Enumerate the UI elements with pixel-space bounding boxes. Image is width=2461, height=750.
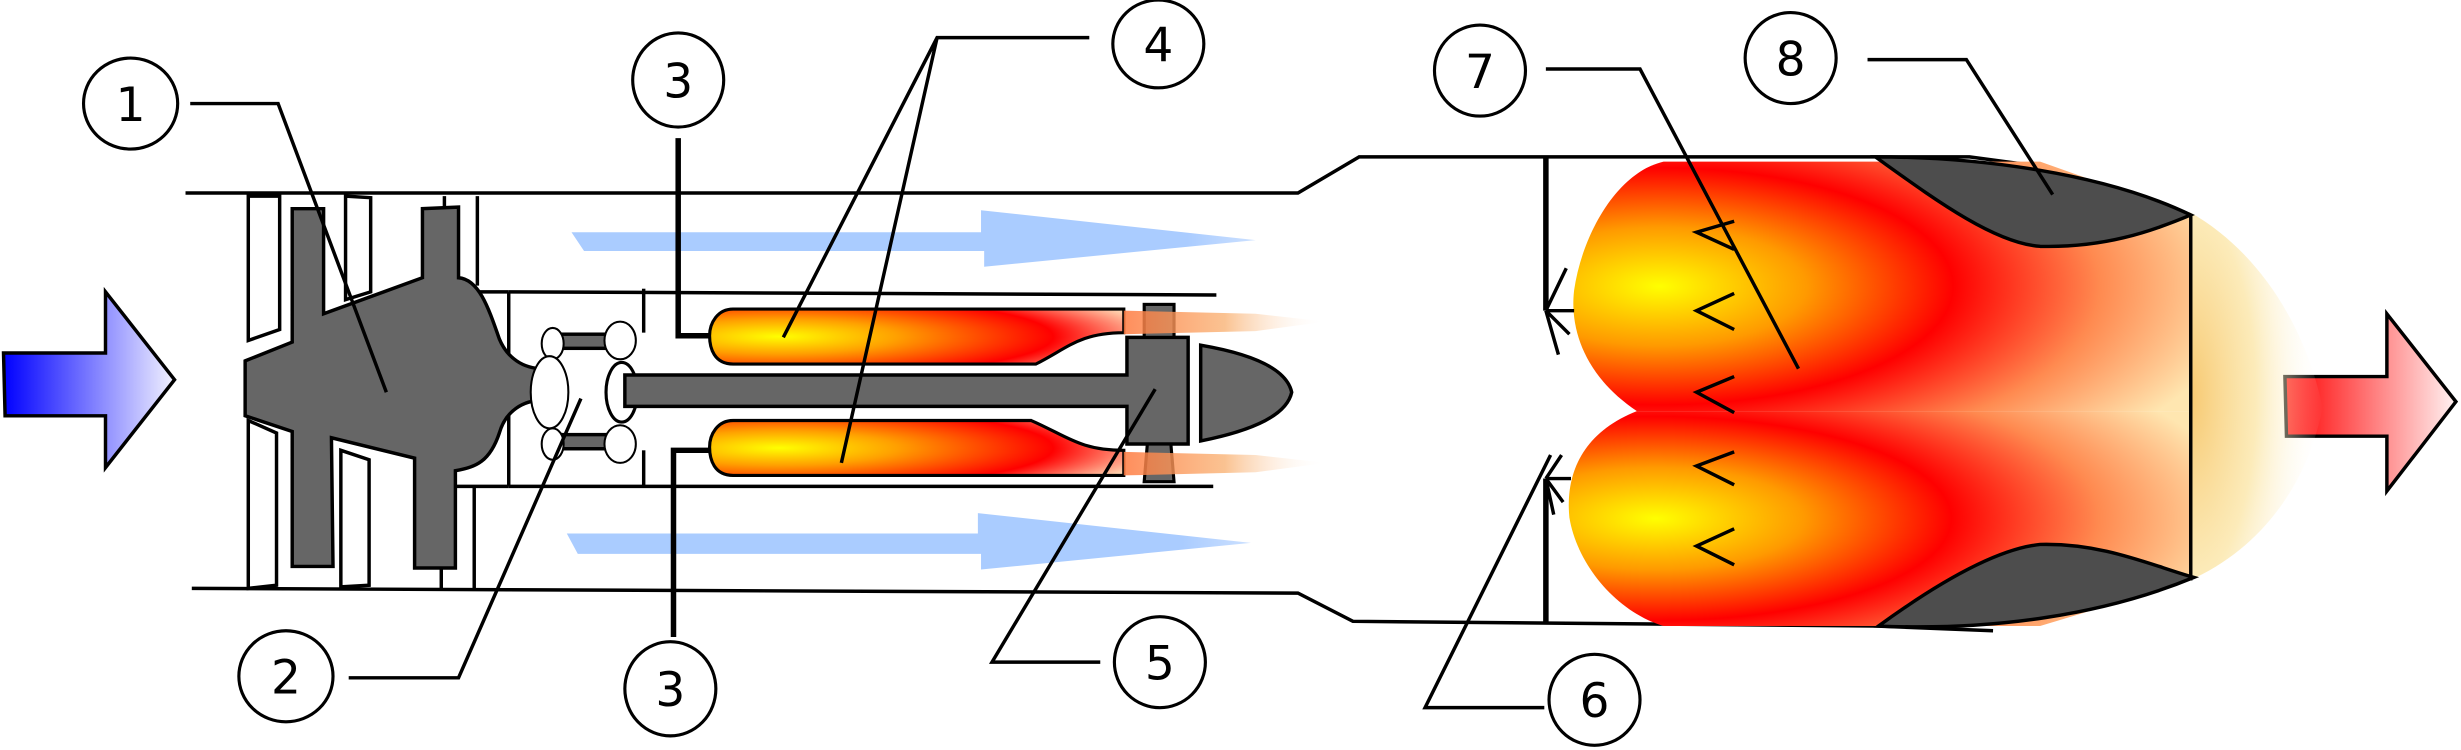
callout-3-lower: 3 [623,640,718,738]
flame-holders [1691,219,1735,567]
fuel-injector-upper [675,138,710,339]
combustion-chamber-lower [708,418,1126,477]
callout-4-label: 4 [1143,18,1173,73]
callout-1: 1 [81,56,180,151]
callout-2-label: 2 [271,651,301,706]
compressor-rotor [243,205,545,570]
callout-6: 6 [1547,652,1642,747]
compressor-stators [246,194,1217,591]
callout-3-upper: 3 [631,31,726,129]
nozzle-flap-upper [1869,155,2195,249]
callout-6-label: 6 [1580,674,1610,729]
intake-arrow-icon [1,286,177,473]
callout-8-label: 8 [1776,32,1806,87]
leader-lines [190,35,2055,710]
outer-casing-top [185,155,2041,195]
callout-5-label: 5 [1145,636,1175,691]
callout-8: 8 [1743,10,1838,106]
bypass-flow-arrow-lower [566,513,1251,570]
callout-5: 5 [1112,615,1207,710]
callout-7: 7 [1432,23,1528,118]
tail-cone [1198,343,1294,444]
afterburner-injectors [1543,156,1575,623]
turbine-shaft [623,335,1190,446]
bypass-flow-arrow-upper [571,210,1256,267]
core-jet-upper [1123,310,1327,335]
nozzle-flap-lower [1873,542,2200,629]
callout-2: 2 [237,629,335,724]
callout-7-label: 7 [1465,45,1495,100]
callout-3-lower-label: 3 [655,663,685,718]
exhaust-plume [2189,211,2323,581]
core-jet-lower [1123,451,1327,476]
callout-1-label: 1 [116,78,146,133]
callout-3-upper-label: 3 [663,54,693,109]
fuel-injector-lower [670,447,710,638]
combustion-chamber-upper [708,307,1126,366]
callout-4: 4 [1111,0,1206,90]
